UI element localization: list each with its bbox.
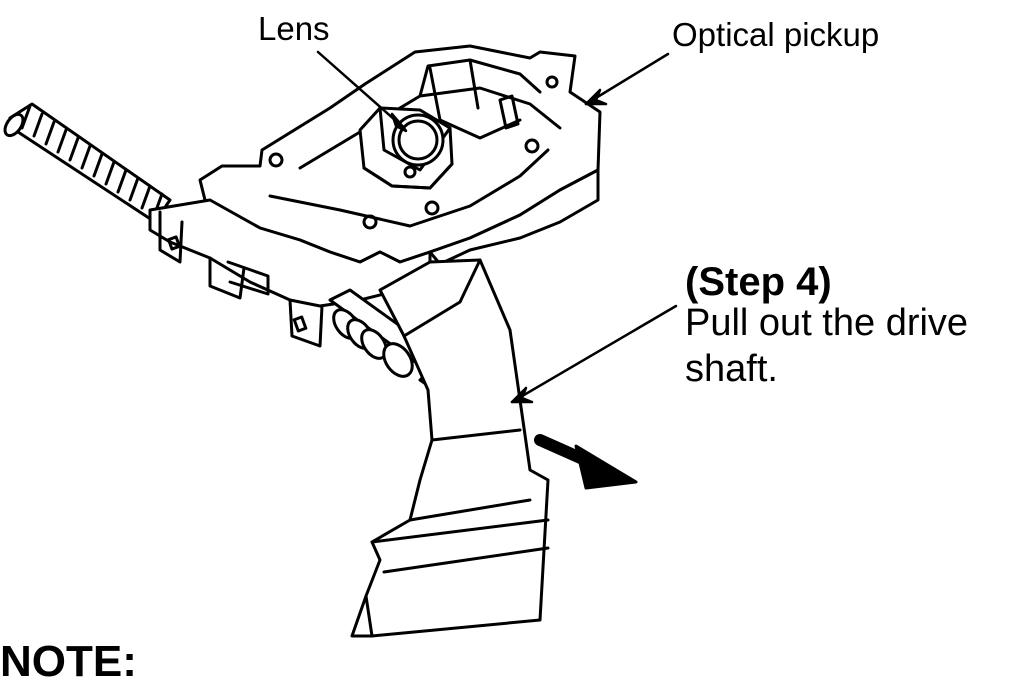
optical-pickup-label: Optical pickup — [672, 16, 880, 53]
lens-label: Lens — [258, 10, 330, 47]
leader-lines — [316, 50, 678, 404]
step-instruction-line1: Pull out the drive — [685, 302, 969, 344]
step-title: (Step 4) — [685, 260, 832, 304]
lead-screw — [3, 102, 172, 224]
step-instruction-line2: shaft. — [685, 348, 778, 390]
pickup-chassis — [148, 44, 602, 348]
pull-arrow — [534, 434, 638, 490]
note-heading: NOTE: — [0, 637, 137, 686]
flex-cable — [350, 258, 550, 638]
